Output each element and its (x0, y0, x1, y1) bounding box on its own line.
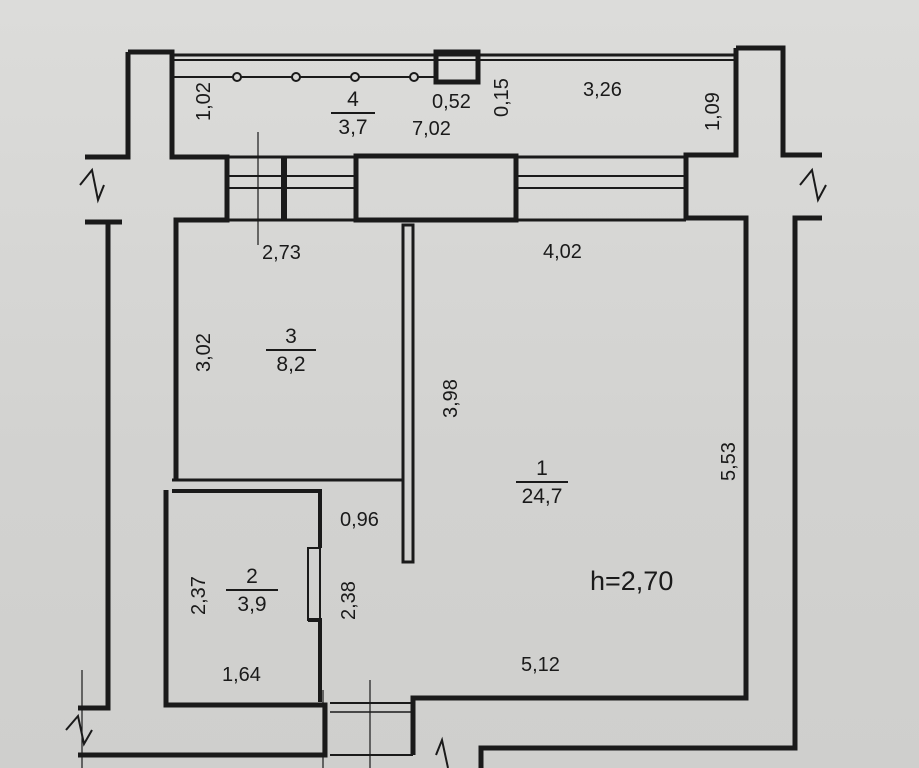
dim-1-09: 1,09 (702, 92, 724, 131)
room-4-area: 3,7 (331, 112, 375, 140)
room-3-label: 3 8,2 (266, 325, 316, 377)
dim-3-02: 3,02 (193, 333, 215, 372)
dim-2-38: 2,38 (338, 581, 360, 620)
room-3-number: 3 (285, 325, 297, 348)
balcony-door (353, 153, 519, 223)
outer-wall-right-top (736, 45, 822, 158)
room-1-label: 1 24,7 (516, 457, 568, 509)
partition-wall (401, 223, 415, 564)
inner-wall-right (410, 48, 749, 755)
balcony-window (433, 49, 481, 85)
dim-4-02: 4,02 (543, 241, 582, 263)
room-2-number: 2 (246, 565, 258, 588)
dim-0-52: 0,52 (432, 91, 471, 113)
dim-1-02: 1,02 (193, 82, 215, 121)
room-3-area: 8,2 (266, 349, 316, 377)
room-2-area: 3,9 (226, 589, 278, 617)
dim-2-37: 2,37 (188, 576, 210, 615)
outer-wall-right (478, 215, 822, 768)
break-symbol-right (799, 167, 827, 203)
ceiling-height: h=2,70 (590, 566, 674, 596)
dim-0-96: 0,96 (340, 509, 379, 531)
dim-2-73: 2,73 (262, 242, 301, 264)
outer-wall-left-lower (78, 219, 122, 711)
dim-3-98: 3,98 (440, 379, 462, 418)
dim-5-12: 5,12 (521, 654, 560, 676)
room-1-area: 24,7 (516, 481, 568, 509)
room-4-label: 4 3,7 (331, 88, 375, 140)
room-4-number: 4 (347, 88, 359, 111)
dim-1-64: 1,64 (222, 664, 261, 686)
room-2-label: 2 3,9 (226, 565, 278, 617)
break-symbol-bottom (65, 713, 93, 747)
dim-7-02: 7,02 (412, 118, 451, 140)
dim-0-15: 0,15 (491, 78, 513, 117)
bathroom-outer (78, 490, 328, 758)
outer-wall-left (85, 52, 131, 160)
dim-3-26: 3,26 (583, 79, 622, 101)
room-1-number: 1 (536, 457, 548, 480)
break-symbol-left (79, 167, 105, 204)
dim-5-53: 5,53 (718, 442, 740, 481)
balcony-rail-posts (232, 72, 419, 82)
